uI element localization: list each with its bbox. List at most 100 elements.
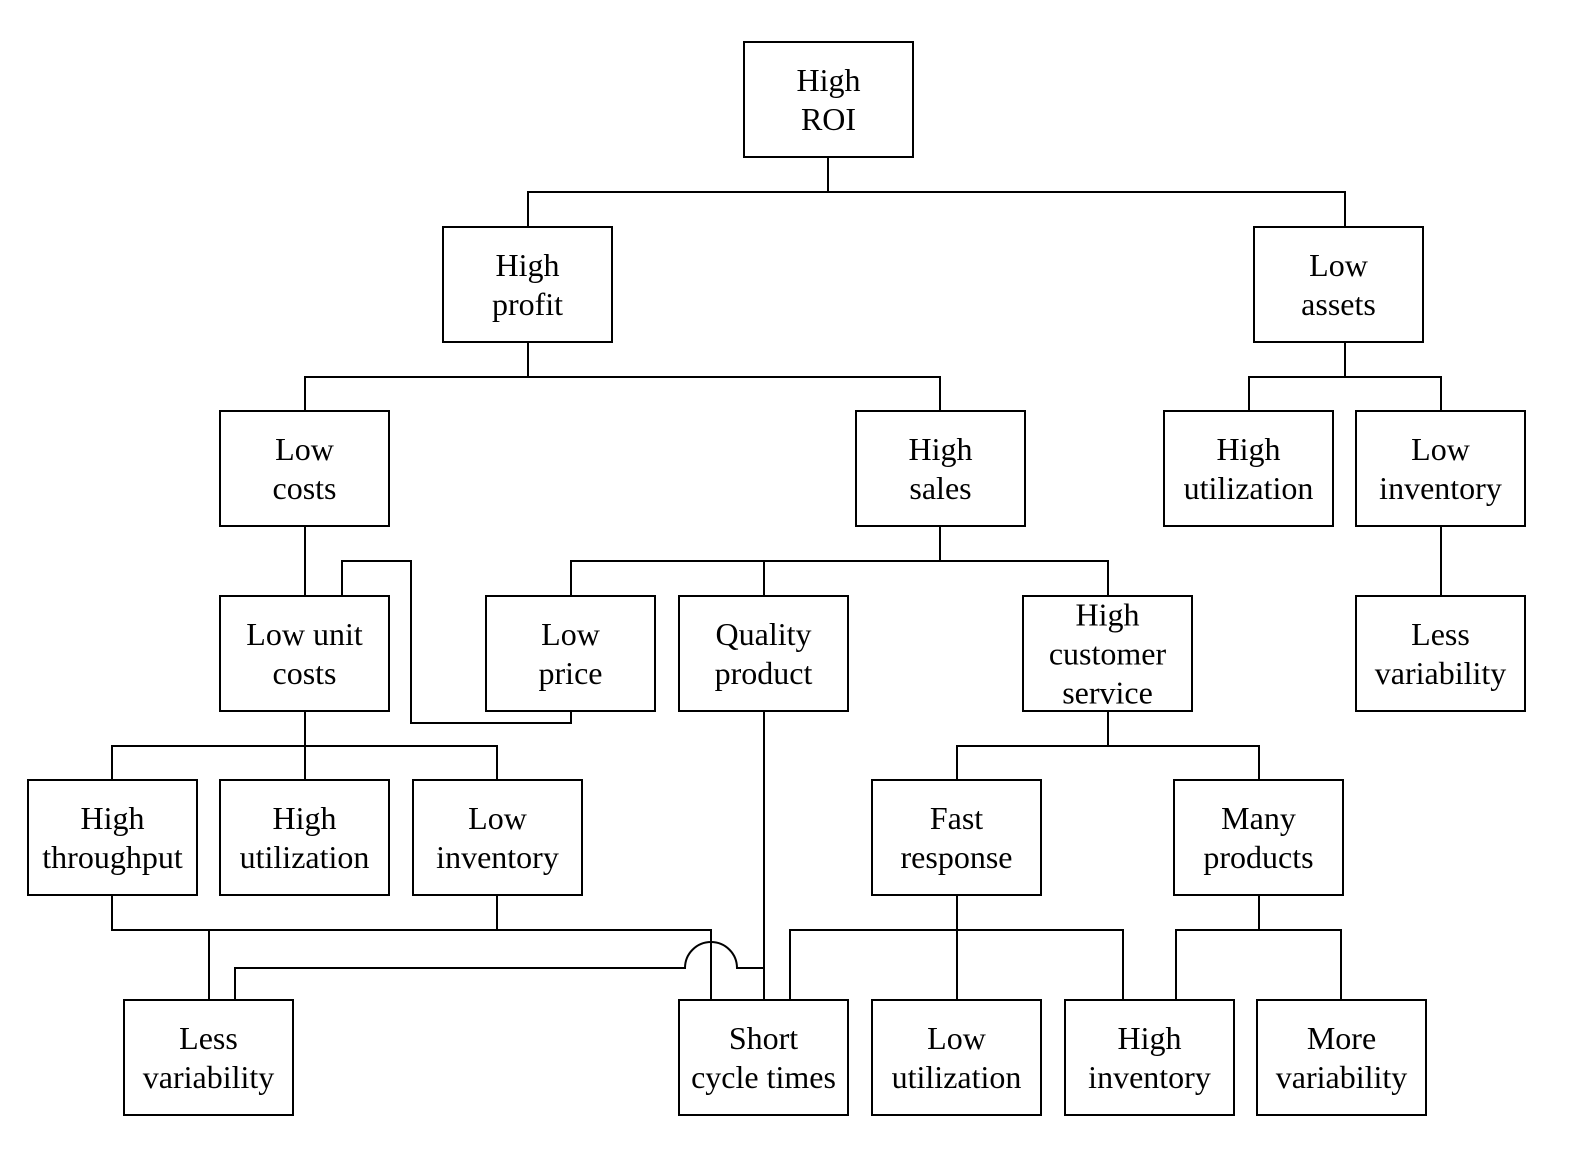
edge-high-customer-service-children <box>956 711 1260 780</box>
node-label: ROI <box>801 101 856 137</box>
node-label: Less <box>1411 616 1470 652</box>
edge-many-products-children <box>1175 895 1342 1000</box>
edge-fast-response-children <box>789 895 1124 1000</box>
node-label: Fast <box>930 800 983 836</box>
node-label: Less <box>179 1020 238 1056</box>
node-label: High <box>1118 1020 1182 1056</box>
node-box <box>743 41 914 158</box>
connectors <box>111 157 1442 1000</box>
node-label: costs <box>273 655 337 691</box>
node-label: Low <box>1411 431 1470 467</box>
edge-low-price-low-unit-costs <box>341 560 572 724</box>
node-label: products <box>1203 839 1313 875</box>
node-box <box>678 999 849 1116</box>
node-box <box>442 226 613 343</box>
node-box <box>1256 999 1427 1116</box>
node-label: variability <box>143 1059 275 1095</box>
node-label: profit <box>492 286 563 322</box>
node-label: service <box>1062 675 1153 711</box>
edge-quality-less-variability-hop <box>234 941 764 1000</box>
node-box <box>1022 595 1193 712</box>
node-label: High <box>909 431 973 467</box>
node-box <box>871 779 1042 896</box>
edge-high-profit-children <box>304 342 941 411</box>
node-label: High <box>81 800 145 836</box>
node-label: High <box>1217 431 1281 467</box>
node-box <box>1253 226 1424 343</box>
node-label: inventory <box>436 839 559 875</box>
node-label: Low <box>468 800 527 836</box>
node-box <box>1163 410 1334 527</box>
edge-high-roi-children <box>527 157 1346 226</box>
edge-high-sales-children <box>570 526 1109 596</box>
node-box <box>1355 595 1526 712</box>
node-label: Quality <box>716 616 812 652</box>
node-label: product <box>715 655 813 691</box>
node-label: customer <box>1049 636 1167 672</box>
node-label: variability <box>1375 655 1507 691</box>
node-label: response <box>901 839 1013 875</box>
node-label: cycle times <box>691 1059 836 1095</box>
edge-low-unit-costs-children <box>111 711 498 780</box>
node-label: High <box>797 62 861 98</box>
edge-throughput-inventory-bar <box>111 895 712 1000</box>
node-label: assets <box>1301 286 1376 322</box>
node-label: sales <box>909 470 971 506</box>
node-label: Low <box>541 616 600 652</box>
node-label: Low unit <box>246 616 363 652</box>
node-box <box>1173 779 1344 896</box>
node-box <box>855 410 1026 527</box>
node-label: price <box>539 655 603 691</box>
edge-low-assets-children <box>1248 342 1442 411</box>
node-box <box>871 999 1042 1116</box>
node-box <box>485 595 656 712</box>
node-box <box>1064 999 1235 1116</box>
node-box <box>123 999 294 1116</box>
node-label: utilization <box>1184 470 1314 506</box>
node-box <box>219 779 390 896</box>
node-box <box>1355 410 1526 527</box>
node-label: Low <box>927 1020 986 1056</box>
node-label: Low <box>1309 247 1368 283</box>
nodes: HighROIHighprofitLowassetsLowcostsHighsa… <box>27 41 1526 1116</box>
node-label: High <box>496 247 560 283</box>
node-label: inventory <box>1379 470 1502 506</box>
node-label: utilization <box>240 839 370 875</box>
node-label: throughput <box>42 839 183 875</box>
node-label: High <box>273 800 337 836</box>
node-label: utilization <box>892 1059 1022 1095</box>
node-box <box>678 595 849 712</box>
node-label: inventory <box>1088 1059 1211 1095</box>
node-label: costs <box>273 470 337 506</box>
node-label: High <box>1076 597 1140 633</box>
node-box <box>412 779 583 896</box>
node-label: Many <box>1221 800 1296 836</box>
node-label: Short <box>729 1020 798 1056</box>
node-box <box>219 595 390 712</box>
node-label: More <box>1307 1020 1376 1056</box>
node-box <box>27 779 198 896</box>
